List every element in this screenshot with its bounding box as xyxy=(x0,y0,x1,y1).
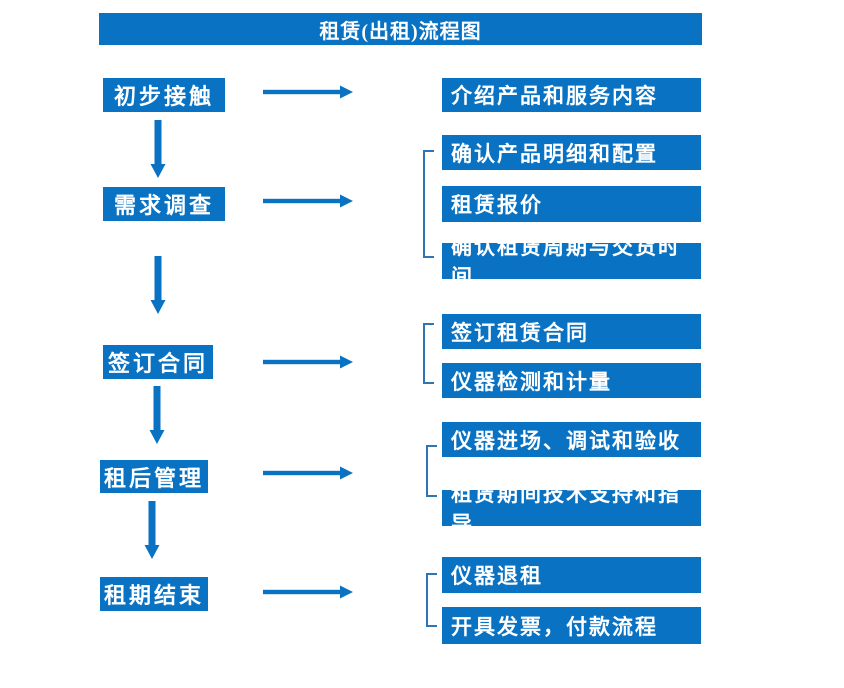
detail-box-instrument-setup-acceptance: 仪器进场、调试和验收 xyxy=(442,422,701,457)
down-arrow-icon-2 xyxy=(150,256,166,314)
right-arrow-icon-4 xyxy=(263,466,353,480)
down-arrow-icon-4 xyxy=(144,501,160,559)
detail-box-instrument-testing: 仪器检测和计量 xyxy=(442,363,701,398)
down-arrow-icon-3 xyxy=(149,386,165,444)
bracket-group-needs-survey xyxy=(423,150,434,258)
detail-box-sign-rental-contract: 签订租赁合同 xyxy=(442,314,701,349)
flowchart-title: 租赁(出租)流程图 xyxy=(99,13,702,45)
step-box-post-rental-management: 租后管理 xyxy=(100,460,208,493)
step-box-initial-contact: 初步接触 xyxy=(103,78,225,112)
bracket-group-sign-contract xyxy=(423,323,434,384)
right-arrow-icon-3 xyxy=(263,355,353,369)
detail-box-invoice-payment: 开具发票，付款流程 xyxy=(442,607,701,644)
detail-box-confirm-product-config: 确认产品明细和配置 xyxy=(442,135,701,170)
down-arrow-icon-1 xyxy=(150,120,166,178)
step-box-rental-end: 租期结束 xyxy=(100,577,208,611)
detail-box-instrument-return: 仪器退租 xyxy=(442,557,701,593)
step-box-needs-survey: 需求调查 xyxy=(103,187,225,221)
step-box-sign-contract: 签订合同 xyxy=(103,345,213,379)
right-arrow-icon-1 xyxy=(263,85,353,99)
detail-box-rental-quotation: 租赁报价 xyxy=(442,186,701,222)
right-arrow-icon-5 xyxy=(263,585,353,599)
detail-box-confirm-period-delivery: 确认租赁周期与交货时间 xyxy=(442,235,701,289)
detail-box-introduce-products: 介绍产品和服务内容 xyxy=(442,78,701,112)
detail-box-tech-support: 租赁期间技术支持和指导 xyxy=(442,482,701,536)
right-arrow-icon-2 xyxy=(263,194,353,208)
bracket-group-rental-end xyxy=(426,573,437,627)
bracket-group-post-rental xyxy=(426,445,437,497)
